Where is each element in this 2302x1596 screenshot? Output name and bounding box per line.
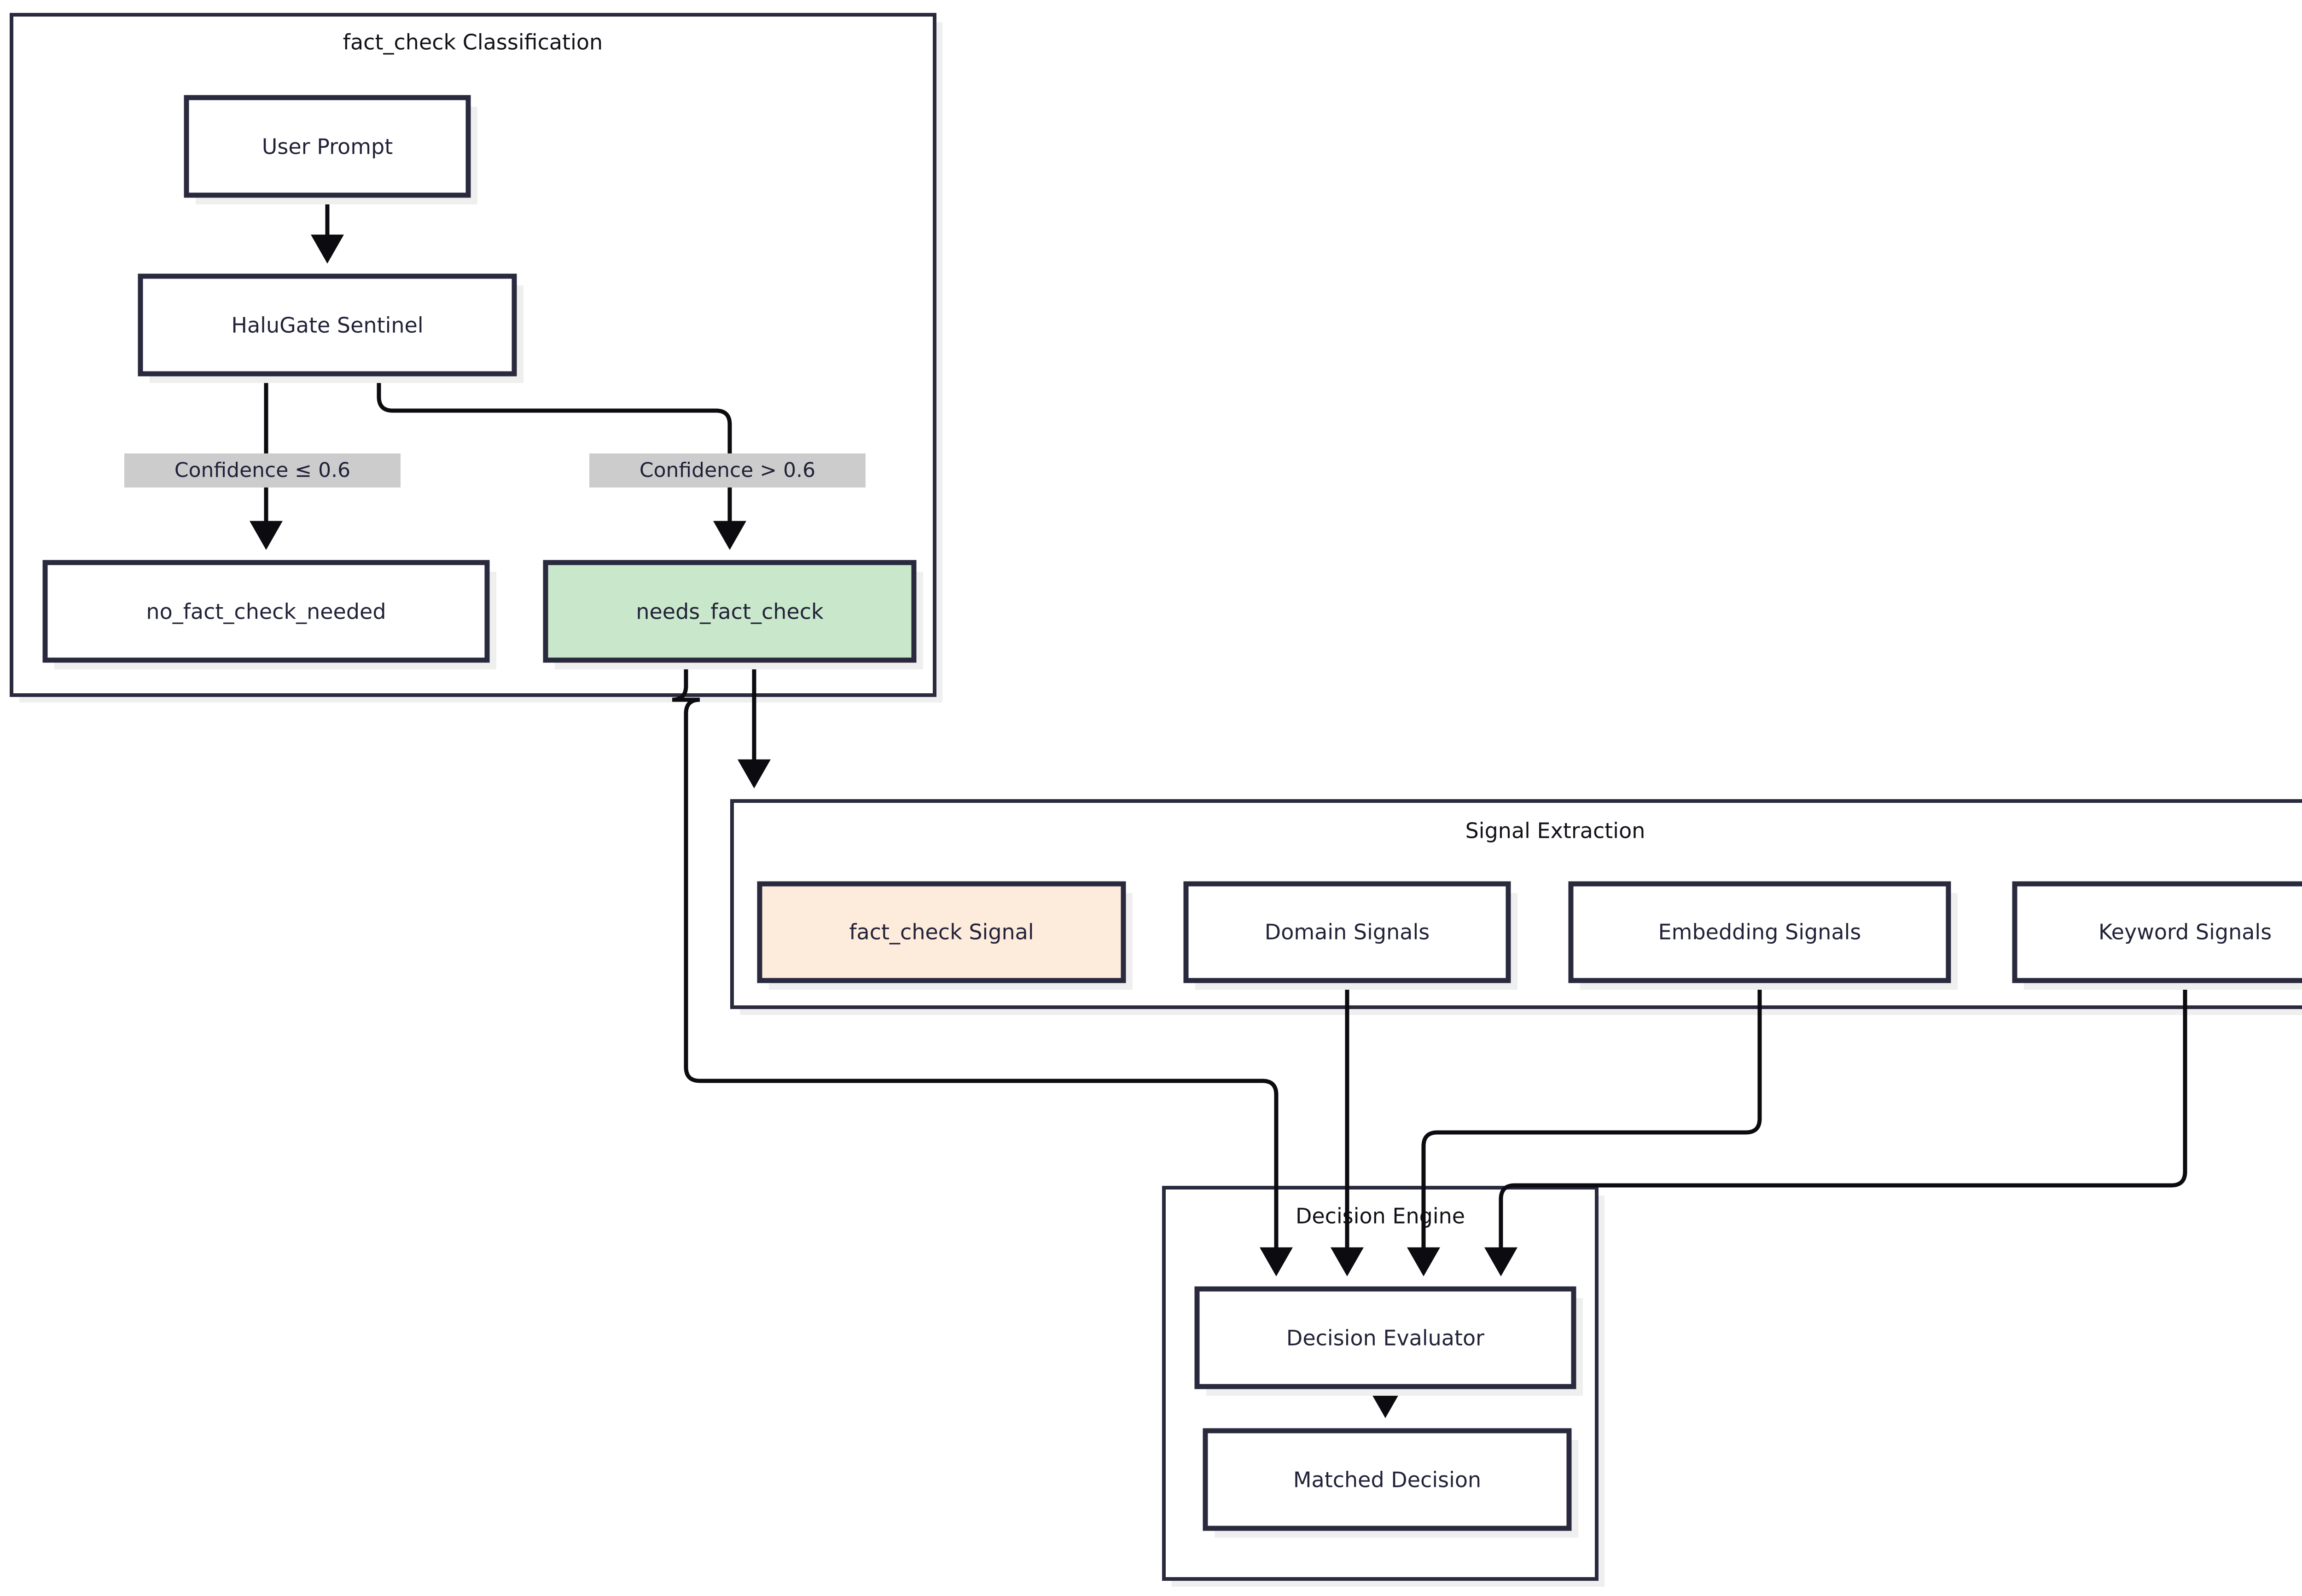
node-halugate-sentinel[interactable]: HaluGate Sentinel	[138, 273, 523, 383]
cluster-title-signal-extraction: Signal Extraction	[1465, 818, 1645, 843]
node-border	[138, 273, 517, 377]
node-needs-fact-check[interactable]: needs_fact_check	[543, 560, 923, 669]
edge-label-background	[124, 453, 401, 488]
edge-needs-to-decision-evaluator	[672, 660, 1293, 1277]
node-label-matched-decision: Matched Decision	[1293, 1468, 1481, 1492]
node-embedding-signals[interactable]: Embedding Signals	[1568, 881, 1958, 990]
node-border	[543, 560, 917, 663]
node-border	[42, 560, 490, 663]
node-label-embedding-signals: Embedding Signals	[1658, 920, 1861, 945]
node-keyword-signals[interactable]: Keyword Signals	[2012, 881, 2302, 990]
cluster-title-fact-check-classification: fact_check Classification	[343, 30, 603, 55]
node-label-fact-check-signal: fact_check Signal	[849, 920, 1034, 945]
edge-label-background	[589, 453, 866, 488]
node-label-needs-fact-check: needs_fact_check	[636, 599, 824, 624]
edge-embedding-to-decision-evaluator	[1407, 981, 1762, 1277]
node-fact-check-signal[interactable]: fact_check Signal	[757, 881, 1133, 990]
node-label-halugate-sentinel: HaluGate Sentinel	[231, 313, 423, 338]
node-decision-evaluator[interactable]: Decision Evaluator	[1194, 1286, 1583, 1396]
node-border	[184, 95, 471, 198]
node-border	[2012, 881, 2302, 983]
node-border	[1568, 881, 1951, 983]
node-border	[1183, 881, 1511, 983]
edge-keyword-to-decision-evaluator	[1484, 981, 2187, 1277]
edge-label-text-confidence-high: Confidence > 0.6	[639, 458, 815, 482]
node-user-prompt[interactable]: User Prompt	[184, 95, 477, 204]
edge-label-confidence-high: Confidence > 0.6	[589, 453, 866, 488]
node-label-decision-evaluator: Decision Evaluator	[1286, 1326, 1484, 1351]
node-label-user-prompt: User Prompt	[262, 134, 393, 159]
node-border	[1194, 1286, 1576, 1389]
edge-label-text-confidence-low: Confidence ≤ 0.6	[174, 458, 350, 482]
edge-halugate-to-needs-fact-check	[377, 374, 746, 550]
node-label-no-fact-check-needed: no_fact_check_needed	[146, 599, 386, 624]
node-matched-decision[interactable]: Matched Decision	[1203, 1428, 1578, 1538]
cluster-title-decision-engine: Decision Engine	[1296, 1204, 1465, 1229]
edge-label-confidence-low: Confidence ≤ 0.6	[124, 453, 401, 488]
node-domain-signals[interactable]: Domain Signals	[1183, 881, 1517, 990]
node-border	[1203, 1428, 1572, 1531]
node-border	[757, 881, 1126, 983]
node-label-keyword-signals: Keyword Signals	[2099, 920, 2272, 945]
node-no-fact-check-needed[interactable]: no_fact_check_needed	[42, 560, 496, 669]
node-label-domain-signals: Domain Signals	[1265, 920, 1430, 945]
